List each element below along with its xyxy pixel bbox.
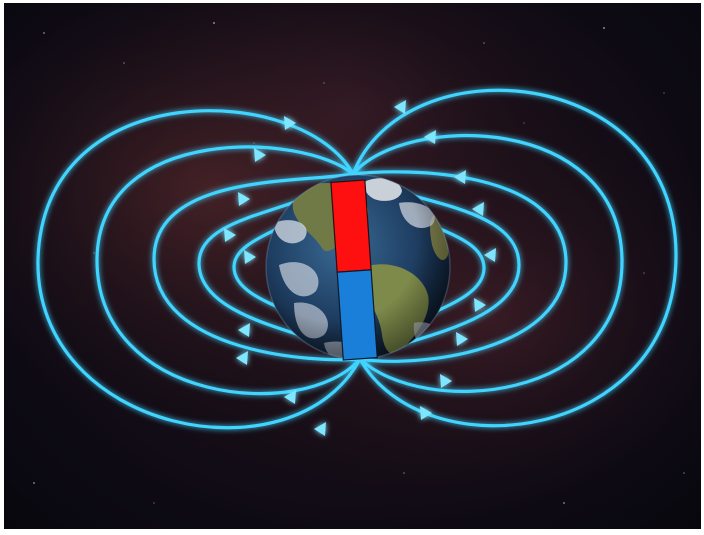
field-direction-arrow <box>238 323 250 337</box>
field-direction-arrow <box>484 248 496 262</box>
magnetic-field-illustration <box>4 3 701 529</box>
field-line <box>352 170 568 363</box>
field-direction-arrow <box>238 192 250 206</box>
field-direction-arrow <box>224 228 236 242</box>
field-direction-arrow <box>420 406 432 420</box>
field-line <box>36 109 362 430</box>
field-line <box>152 172 361 362</box>
field-direction-arrow <box>284 390 296 404</box>
field-line <box>351 133 624 393</box>
field-line <box>95 145 362 396</box>
bar-magnet <box>330 179 378 361</box>
field-direction-arrow <box>236 351 248 365</box>
field-direction-arrow <box>424 130 436 144</box>
magnet-south-pole <box>336 269 378 361</box>
field-direction-arrow <box>284 116 296 130</box>
field-direction-arrows <box>224 100 496 436</box>
field-direction-arrow <box>474 298 486 312</box>
field-direction-arrow <box>244 250 256 264</box>
field-line <box>351 88 678 428</box>
field-direction-arrow <box>394 100 406 114</box>
field-direction-arrow <box>454 170 466 184</box>
field-direction-arrow <box>472 202 484 216</box>
space-scene <box>4 3 701 529</box>
field-direction-arrow <box>456 332 468 346</box>
star-field <box>33 22 685 504</box>
field-direction-arrow <box>314 422 326 436</box>
magnet-north-pole <box>330 179 372 273</box>
field-direction-arrow <box>254 148 266 162</box>
field-direction-arrow <box>440 374 452 388</box>
